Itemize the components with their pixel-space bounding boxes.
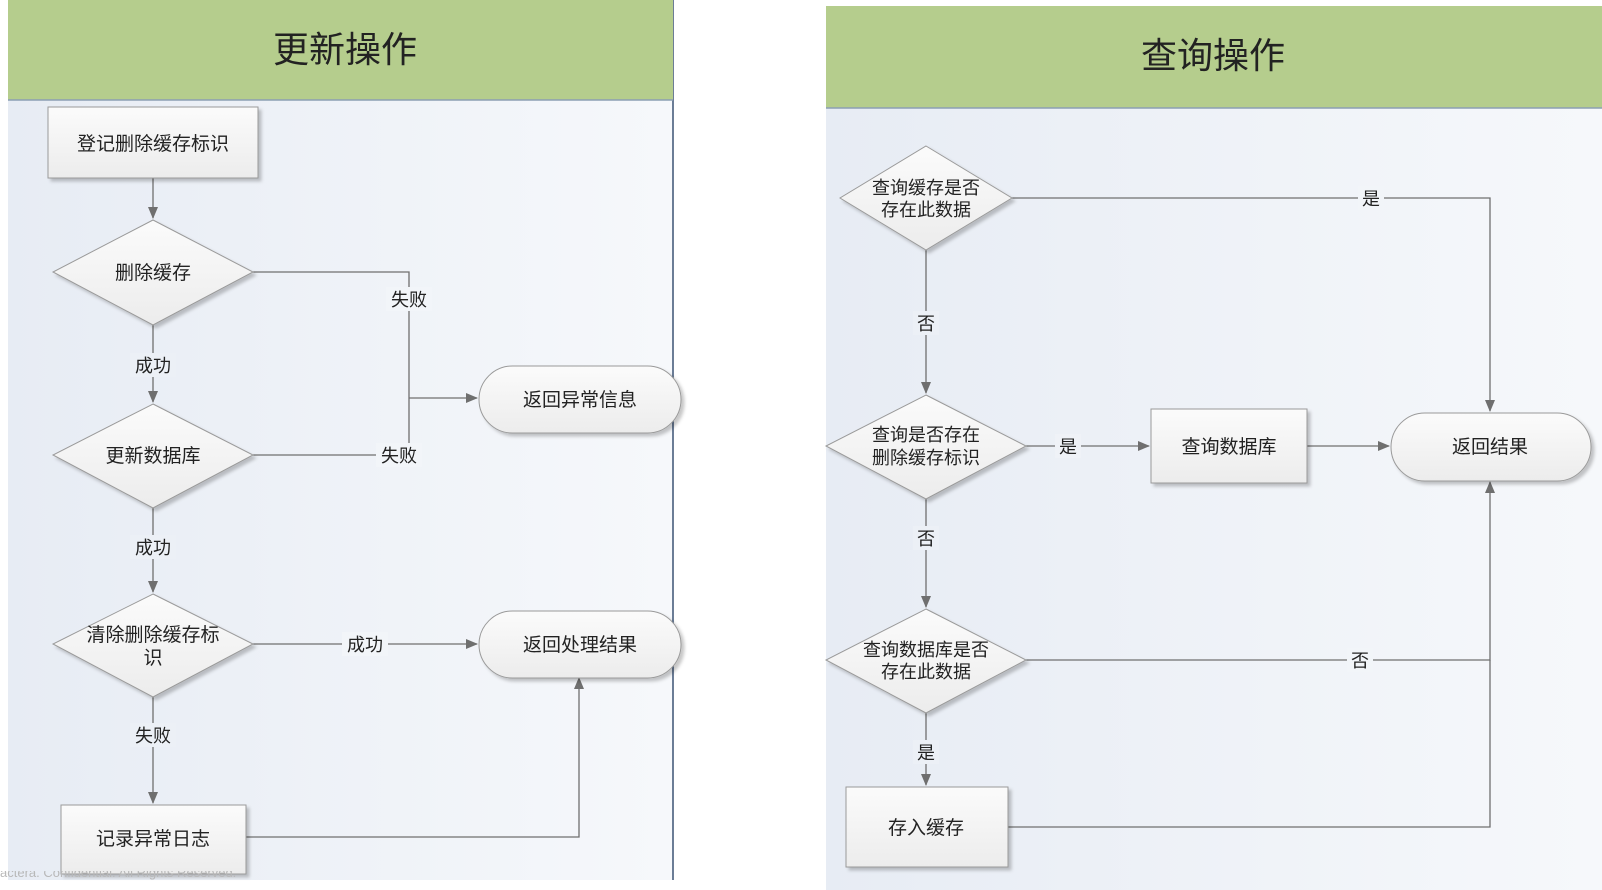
query-db-box: 查询数据库: [1150, 408, 1308, 484]
clear-mark-label-line1: 清除删除缓存标: [86, 624, 219, 646]
update-db-decision: 更新数据库: [51, 403, 255, 509]
check-db-label-line2: 存在此数据: [881, 662, 971, 683]
confidential-footer: actera. Confidential. All Rights Reserve…: [0, 871, 290, 887]
edge-label-cache-no: 否: [917, 314, 935, 335]
query-db-label: 查询数据库: [1181, 436, 1276, 458]
edge-label-delete-fail: 失败: [391, 290, 427, 311]
query-lane-header: [826, 6, 1602, 108]
return-result-terminal: 返回处理结果: [478, 610, 682, 679]
store-cache-box: 存入缓存: [845, 786, 1009, 868]
check-cache-label-line1: 查询缓存是否: [872, 178, 980, 199]
return-query-result-label: 返回结果: [1452, 436, 1528, 458]
check-db-label-line1: 查询数据库是否: [863, 640, 989, 661]
return-query-result-terminal: 返回结果: [1390, 412, 1592, 482]
check-cache-label-line2: 存在此数据: [881, 200, 971, 221]
check-mark-label-line2: 删除缓存标识: [872, 448, 980, 469]
query-lane-title: 查询操作: [1141, 36, 1285, 77]
edge-label-cache-yes: 是: [1362, 189, 1380, 210]
log-error-box: 记录异常日志: [60, 804, 247, 875]
edge-label-update-fail: 失败: [381, 446, 417, 467]
store-cache-label: 存入缓存: [888, 817, 964, 839]
edge-label-mark-yes: 是: [1059, 437, 1077, 458]
update-db-label: 更新数据库: [105, 445, 200, 467]
log-error-label: 记录异常日志: [96, 828, 210, 850]
check-db-decision: 查询数据库是否 存在此数据: [824, 608, 1028, 714]
edge-label-update-success: 成功: [135, 538, 171, 559]
edge-label-mark-no: 否: [917, 529, 935, 550]
mark-cache-box: 登记删除缓存标识: [47, 106, 259, 179]
edge-label-db-no: 否: [1351, 651, 1369, 672]
delete-cache-decision: 删除缓存: [51, 219, 255, 326]
return-error-terminal: 返回异常信息: [478, 365, 682, 434]
edge-label-delete-success: 成功: [135, 356, 171, 377]
edge-label-clear-fail: 失败: [135, 726, 171, 747]
check-cache-decision: 查询缓存是否 存在此数据: [839, 145, 1013, 251]
return-error-label: 返回异常信息: [523, 389, 637, 411]
clear-mark-decision: 清除删除缓存标 识: [51, 593, 255, 698]
footer-text: actera. Confidential. All Rights Reserve…: [0, 871, 237, 880]
delete-cache-label: 删除缓存: [115, 262, 191, 284]
check-mark-label-line1: 查询是否存在: [872, 425, 980, 446]
check-mark-decision: 查询是否存在 删除缓存标识: [824, 394, 1028, 500]
edge-label-db-yes: 是: [917, 743, 935, 764]
edge-label-clear-success: 成功: [347, 635, 383, 656]
update-lane-title: 更新操作: [273, 30, 417, 71]
return-result-label: 返回处理结果: [523, 634, 637, 656]
mark-cache-label: 登记删除缓存标识: [77, 133, 229, 155]
clear-mark-label-line2: 识: [143, 647, 162, 669]
update-lane-header: [8, 0, 673, 100]
